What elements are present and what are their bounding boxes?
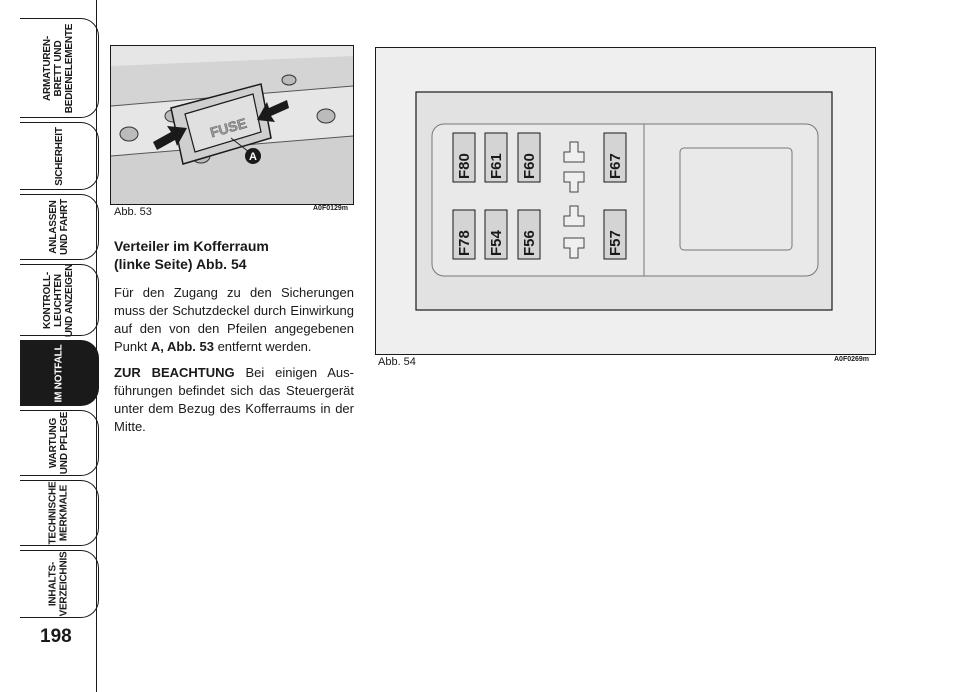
- empty-fuse-slots: [563, 141, 585, 259]
- marker-a: A: [249, 151, 257, 163]
- tab-sicherheit[interactable]: SICHERHEIT: [20, 122, 99, 190]
- svg-text:F61: F61: [488, 153, 505, 179]
- svg-text:F56: F56: [521, 230, 538, 256]
- svg-text:F57: F57: [607, 230, 624, 256]
- page-number: 198: [40, 626, 72, 647]
- svg-text:F67: F67: [607, 153, 624, 179]
- tab-rail: [96, 0, 97, 692]
- section-heading: Verteiler im Kofferraum (linke Seite) Ab…: [114, 238, 269, 272]
- fuse-f67: F67: [603, 132, 627, 183]
- chapter-tabs: ARMATUREN- BRETT UND BEDIENELEMENTE SICH…: [0, 0, 100, 692]
- paragraph-access: Für den Zugang zu den Sicherungen muss d…: [114, 285, 354, 354]
- tab-armaturenbrett[interactable]: ARMATUREN- BRETT UND BEDIENELEMENTE: [20, 18, 99, 118]
- figure-53-code: A0F0129m: [313, 205, 349, 212]
- fuse-f56: F56: [517, 209, 541, 260]
- svg-text:F54: F54: [488, 229, 505, 256]
- paragraph-note: ZUR BEACHTUNG Bei einigen Aus-führungen …: [114, 365, 354, 434]
- figure-54-caption: Abb. 54: [378, 356, 416, 368]
- figure-54-code: A0F0269m: [834, 356, 870, 363]
- tab-kontrollleuchten[interactable]: KONTROLL- LEUCHTEN UND ANZEIGEN: [20, 263, 99, 337]
- fuse-f61: F61: [484, 132, 508, 183]
- tab-anlassen[interactable]: ANLASSEN UND FAHRT: [20, 194, 99, 260]
- fuse-f60: F60: [517, 132, 541, 183]
- fuse-f80: F80: [452, 132, 476, 183]
- figure-53-caption: Abb. 53: [114, 206, 152, 218]
- svg-text:F60: F60: [521, 153, 538, 179]
- figure-54-fuse-box: F80 F61 F60 F67 F78 F54 F56 F57: [375, 47, 876, 355]
- fuse-f54: F54: [484, 209, 508, 260]
- svg-text:F78: F78: [456, 230, 473, 256]
- fuse-f57: F57: [603, 209, 627, 260]
- tab-technische-merkmale[interactable]: TECHNISCHE MERKMALE: [20, 480, 99, 546]
- tab-im-notfall[interactable]: IM NOTFALL: [20, 340, 99, 406]
- fuse-f78: F78: [452, 209, 476, 260]
- tab-wartung[interactable]: WARTUNG UND PFLEGE: [20, 410, 99, 476]
- tab-inhaltsverzeichnis[interactable]: INHALTS- VERZEICHNIS: [20, 550, 99, 618]
- svg-text:F80: F80: [456, 153, 473, 179]
- figure-53-illustration: FUSE A: [110, 45, 354, 205]
